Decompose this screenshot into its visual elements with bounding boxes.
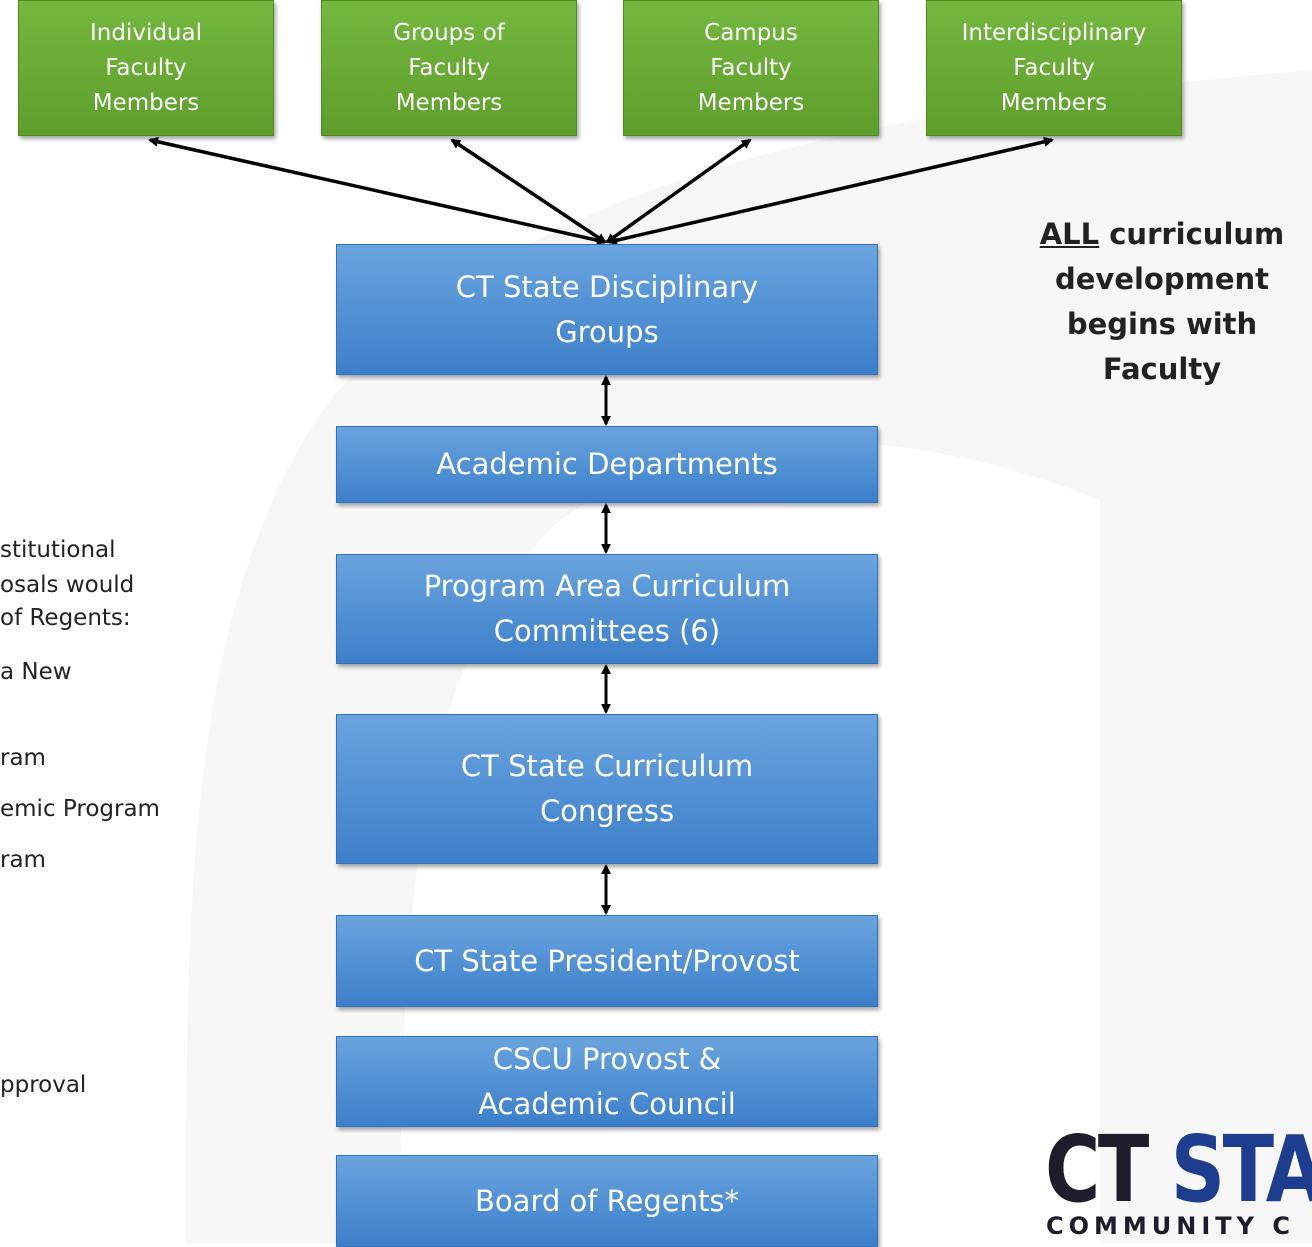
ct-state-logo: CT STA COMMUNITY C [1045, 1128, 1312, 1244]
side-note-line-3: begins with [1066, 307, 1258, 341]
faculty-box-line: Interdisciplinary [961, 19, 1147, 46]
faculty-box-line: Faculty [710, 54, 792, 81]
flow-box-line: Academic Departments [436, 447, 778, 481]
flow-box-line: Committees (6) [493, 614, 721, 648]
flow-box-line: CT State Disciplinary [455, 269, 759, 304]
side-note: ALL curriculum development begins with F… [1032, 212, 1292, 392]
faculty-box-line: Campus [704, 19, 798, 46]
flow-box-line: Academic Council [478, 1086, 736, 1121]
left-fragment: emic Program [0, 796, 160, 822]
side-note-line-4: Faculty [1102, 352, 1222, 386]
logo-subtitle: COMMUNITY C [1046, 1212, 1296, 1240]
faculty-box-line: Members [395, 89, 503, 116]
flow-box-line: Program Area Curriculum [423, 569, 791, 603]
faculty-box-interdisciplinary: Interdisciplinary Faculty Members [926, 0, 1182, 136]
flow-box-program-area-committees: Program Area Curriculum Committees (6) [336, 554, 878, 664]
faculty-box-line: Members [1000, 89, 1108, 116]
faculty-box-line: Individual [89, 19, 202, 46]
faculty-box-line: Faculty [1013, 54, 1095, 81]
logo-st: STA [1170, 1128, 1312, 1223]
logo-wordmark: CT STA [1045, 1128, 1312, 1223]
left-fragment: stitutional [0, 537, 116, 563]
left-fragment: osals would [0, 572, 135, 598]
flow-box-board-of-regents: Board of Regents* [336, 1155, 878, 1247]
flow-box-academic-departments: Academic Departments [336, 426, 878, 503]
side-note-line-2: development [1054, 262, 1270, 296]
flow-box-disciplinary-groups: CT State Disciplinary Groups [336, 244, 878, 375]
side-note-underlined: ALL [1039, 217, 1100, 251]
arrow-individual [148, 136, 607, 246]
flow-box-line: CT State President/Provost [414, 943, 800, 978]
faculty-box-line: Members [92, 89, 200, 116]
arrow-groups [450, 138, 607, 244]
flow-box-line: CT State Curriculum [460, 749, 754, 783]
flow-box-line: CSCU Provost & [492, 1041, 722, 1076]
flow-box-line: Groups [555, 314, 659, 349]
left-fragment: of Regents: [0, 605, 131, 631]
left-fragment: ram [0, 745, 46, 771]
left-fragment: a New [0, 659, 72, 685]
left-fragment: pproval [0, 1072, 87, 1098]
flow-box-line: Congress [539, 794, 675, 828]
side-note-line-1-rest: curriculum [1099, 217, 1285, 251]
faculty-box-groups: Groups of Faculty Members [321, 0, 577, 136]
faculty-box-campus: Campus Faculty Members [623, 0, 879, 136]
flow-box-line: Board of Regents* [475, 1183, 739, 1218]
faculty-box-individual: Individual Faculty Members [18, 0, 274, 136]
faculty-box-line: Faculty [105, 54, 187, 81]
left-fragment: ram [0, 847, 46, 873]
faculty-box-line: Faculty [408, 54, 490, 81]
flow-box-curriculum-congress: CT State Curriculum Congress [336, 714, 878, 864]
arrow-interdisciplinary [607, 136, 1054, 246]
faculty-box-line: Members [697, 89, 805, 116]
flow-box-president-provost: CT State President/Provost [336, 915, 878, 1007]
faculty-box-line: Groups of [393, 19, 505, 46]
logo-ct: CT [1045, 1128, 1149, 1223]
flow-box-cscu-provost: CSCU Provost & Academic Council [336, 1036, 878, 1127]
side-note-line-1: ALL curriculum [1032, 212, 1292, 257]
